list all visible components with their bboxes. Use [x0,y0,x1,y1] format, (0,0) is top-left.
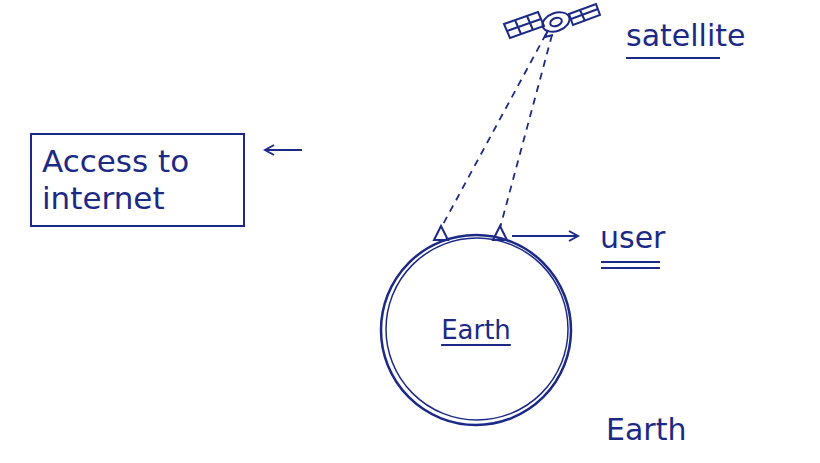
earth-label: Earth [606,412,686,447]
underline [601,267,660,269]
node-text: Access to internet [42,143,233,217]
signal-beams [441,34,552,228]
user-label: user [600,220,665,255]
satellite-illustration [504,4,600,38]
process-box: Access to internet [30,133,245,227]
node-text: Earth [378,315,574,345]
underline [601,261,660,263]
satellite-body [540,9,572,35]
solar-panel [504,12,544,38]
earth-circle: Earth [378,232,574,428]
underline [626,57,720,59]
leader-arrow [265,149,302,151]
satellite-label: satellite [626,18,745,53]
leader-arrow [512,235,578,237]
solar-panel [569,4,600,25]
